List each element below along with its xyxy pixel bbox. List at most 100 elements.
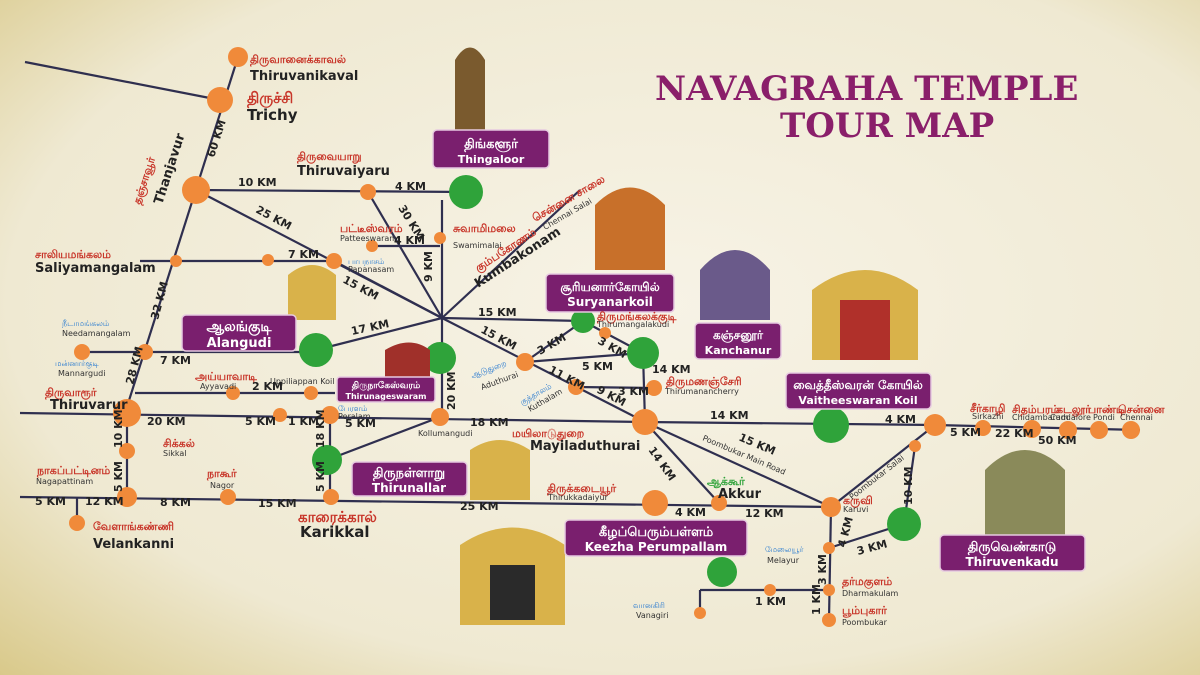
distance-label: 5 KM xyxy=(582,360,613,373)
place-label: Kollumangudi xyxy=(418,429,472,438)
place-label: Mannargudi xyxy=(58,369,105,378)
place-label: Karuvi xyxy=(843,505,868,514)
town-node xyxy=(117,487,137,507)
temple-node xyxy=(299,333,333,367)
town-node xyxy=(568,379,584,395)
temple-label-thiruvenkadu[interactable]: திருவெண்காடு Thiruvenkadu xyxy=(939,534,1086,572)
road-line xyxy=(19,495,832,509)
tamil-label: கஞ்சனூர் xyxy=(713,328,764,343)
town-node xyxy=(764,584,776,596)
temple-node xyxy=(887,507,921,541)
distance-label: 3 KM xyxy=(816,554,829,585)
road-line xyxy=(367,191,443,319)
town-node xyxy=(1059,421,1077,439)
temple-nodes xyxy=(299,175,921,587)
temple-label-thirunallar[interactable]: திருநள்ளாறு Thirunallar xyxy=(351,461,468,497)
town-node xyxy=(823,584,835,596)
tamil-label: காரைக்கால் xyxy=(298,508,377,526)
temple-node xyxy=(571,309,595,333)
tamil-label: பேரளம் xyxy=(338,404,367,413)
distance-label: 15 KM xyxy=(478,306,517,319)
tamil-label: நாகூர் xyxy=(206,467,237,481)
place-label: Trichy xyxy=(247,106,298,124)
place-label: Thirunallar xyxy=(372,481,446,495)
distance-label: 1 KM xyxy=(810,584,823,615)
town-node xyxy=(74,344,90,360)
town-node xyxy=(909,440,921,452)
temple-label-thingaloor[interactable]: திங்களூர் Thingaloor xyxy=(432,129,550,169)
place-label: Chidambaram xyxy=(1012,413,1069,422)
place-label: Peralam xyxy=(338,412,371,421)
distance-label: 25 KM xyxy=(254,203,294,233)
town-node xyxy=(304,386,318,400)
town-node xyxy=(642,490,668,516)
tamil-label: பாபநாசம் xyxy=(348,257,384,266)
town-node xyxy=(366,240,378,252)
town-node xyxy=(207,87,233,113)
tamil-label: மேலையூர் xyxy=(765,545,804,554)
road-line xyxy=(333,260,443,319)
place-label: Kanchanur xyxy=(705,344,772,357)
town-node xyxy=(220,489,236,505)
town-node xyxy=(226,386,240,400)
distance-label: 8 KM xyxy=(160,496,191,509)
distance-label: 14 KM xyxy=(646,444,679,483)
temple-label-vaitheeswaran-koil[interactable]: வைத்தீஸ்வரன் கோயில் Vaitheeswaran Koil xyxy=(785,372,932,410)
town-node xyxy=(182,176,210,204)
temple-node xyxy=(627,337,659,369)
road-line xyxy=(830,424,936,508)
road-line xyxy=(524,351,644,364)
place-label: Pondi xyxy=(1093,413,1115,422)
place-label: Ayyavadi xyxy=(200,382,236,391)
tamil-label: திருமங்கலக்குடி xyxy=(597,310,677,325)
temple-label-keezha-perumpallam[interactable]: கீழப்பெரும்பள்ளம் Keezha Perumpallam xyxy=(564,519,748,557)
place-label: Alangudi xyxy=(207,336,272,351)
place-label: Dharmakulam xyxy=(842,589,899,598)
tamil-label: திருவெண்காடு xyxy=(968,540,1057,555)
road-line xyxy=(441,317,646,423)
temple-label-suryanarkoil[interactable]: சூரியனார்கோயில் Suryanarkoil xyxy=(545,273,675,313)
town-node xyxy=(599,327,611,339)
place-label: Akkur xyxy=(718,487,762,502)
tamil-label: பட்டீஸ்வரம் xyxy=(340,222,403,235)
town-node xyxy=(821,497,841,517)
road-line xyxy=(441,189,581,319)
temple-label-alangudi[interactable]: ஆலங்குடி Alangudi xyxy=(181,314,297,352)
town-node xyxy=(1023,420,1041,438)
tamil-label: சென்னை xyxy=(1118,403,1165,416)
tamil-label: திருவையாறு xyxy=(297,150,362,164)
distance-label: 15 KM xyxy=(341,273,381,303)
temple-label-thirunageswaram[interactable]: திருநாகேஸ்வரம் Thirunageswaram xyxy=(336,376,436,403)
distance-label: 1 KM xyxy=(755,595,786,608)
town-node xyxy=(632,409,658,435)
place-label: Vaitheeswaran Koil xyxy=(798,394,917,407)
distance-label: 7 KM xyxy=(288,248,319,261)
town-node xyxy=(822,613,836,627)
distance-label: 15 KM xyxy=(258,497,297,510)
temple-node xyxy=(707,557,737,587)
town-node xyxy=(694,607,706,619)
town-node xyxy=(119,443,135,459)
place-label: Papanasam xyxy=(348,265,394,274)
tamil-label: திருக்கடையூர் xyxy=(547,482,616,496)
distance-label: 1 KM xyxy=(288,415,319,428)
place-label: Keezha Perumpallam xyxy=(585,540,728,554)
tamil-label: தர்மகுளம் xyxy=(842,575,892,590)
tamil-label: திங்களூர் xyxy=(464,137,518,153)
distance-label: 22 KM xyxy=(995,427,1034,440)
road-line xyxy=(644,420,832,509)
distance-label: 4 KM xyxy=(885,413,916,426)
distance-label: 11 KM xyxy=(547,363,587,393)
town-node xyxy=(646,380,662,396)
place-label: Thirunageswaram xyxy=(345,392,426,401)
place-label: Karikkal xyxy=(300,523,370,541)
distance-label: 4 KM xyxy=(395,180,426,193)
place-label: Thirumanancherry xyxy=(664,387,739,396)
tamil-label: சிக்கல் xyxy=(163,437,195,450)
place-label: Thirukkadaiyur xyxy=(547,493,609,502)
tamil-label: சூரியனார்கோயில் xyxy=(560,280,659,295)
place-label: Thiruvenkadu xyxy=(965,555,1058,569)
temple-label-kanchanur[interactable]: கஞ்சனூர் Kanchanur xyxy=(694,322,782,360)
distance-label: 5 KM xyxy=(112,461,125,492)
town-nodes xyxy=(69,47,1140,627)
